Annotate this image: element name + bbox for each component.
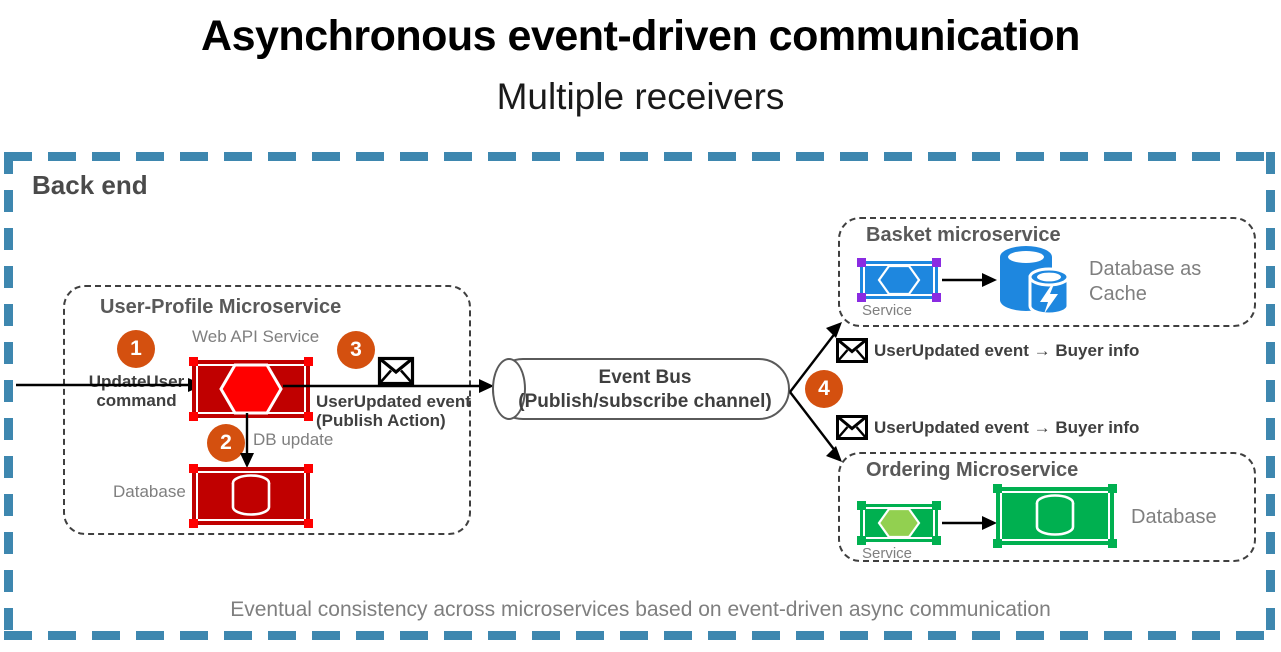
ordering-service-node	[857, 501, 941, 545]
event-bus-cylinder-cap	[492, 358, 526, 420]
hexagon-icon	[877, 264, 921, 296]
page-subtitle: Multiple receivers	[496, 76, 785, 117]
resize-handle-bottom-left	[189, 519, 198, 528]
resize-handle-bottom-left	[857, 293, 866, 302]
web-api-service-label: Web API Service	[192, 327, 320, 346]
hexagon-icon	[877, 507, 921, 539]
resize-handle-bottom-right	[304, 519, 313, 528]
user-profile-microservice-title: User-Profile Microservice	[100, 296, 342, 318]
resize-handle-bottom-right	[304, 412, 313, 421]
ordering-event-label: UserUpdated event → Buyer info	[874, 418, 1140, 437]
basket-microservice-boundary	[838, 217, 1256, 327]
publish-event-label-line2: (Publish Action)	[316, 411, 446, 431]
step-4-badge: 4	[805, 370, 843, 408]
envelope-icon-publish	[377, 356, 415, 386]
resize-handle-top-left	[857, 501, 866, 510]
db-update-label: DB update	[253, 430, 334, 449]
ordering-database-label: Database	[1131, 506, 1217, 528]
basket-service-to-cache-arrow	[942, 273, 997, 287]
ordering-service-to-database-arrow	[942, 516, 997, 530]
user-profile-microservice-boundary	[63, 285, 471, 535]
step-3-badge: 3	[337, 331, 375, 369]
resize-handle-top-right	[932, 258, 941, 267]
user-profile-database-node-border	[196, 471, 306, 521]
resize-handle-top-left	[189, 464, 198, 473]
event-bus-to-ordering-arrow	[789, 391, 842, 462]
diagram-caption: Eventual consistency across microservice…	[230, 598, 1051, 621]
resize-handle-top-left	[189, 357, 198, 366]
basket-database-label: Database as Cache	[1089, 257, 1201, 307]
resize-handle-top-right	[304, 357, 313, 366]
backend-label: Back end	[32, 170, 148, 200]
ordering-service-label: Service	[862, 545, 913, 562]
basket-database-label-line2: Cache	[1089, 283, 1147, 306]
resize-handle-top-right	[304, 464, 313, 473]
resize-handle-bottom-left	[189, 412, 198, 421]
event-bus-cylinder	[492, 358, 790, 420]
publish-event-arrow	[283, 379, 494, 393]
resize-handle-top-right	[932, 501, 941, 510]
database-cache-icon	[1000, 246, 1070, 316]
user-profile-database-label: Database	[113, 482, 186, 501]
resize-handle-bottom-right	[1108, 539, 1117, 548]
resize-handle-top-right	[1108, 484, 1117, 493]
ordering-database-node	[993, 484, 1117, 548]
resize-handle-top-left	[993, 484, 1002, 493]
hexagon-icon	[219, 363, 283, 415]
basket-event-label: UserUpdated event → Buyer info	[874, 341, 1140, 360]
ordering-microservice-boundary	[838, 452, 1256, 562]
event-bus-title: Event Bus	[598, 367, 692, 388]
basket-service-label: Service	[862, 302, 913, 319]
update-user-command-arrow	[16, 378, 204, 392]
basket-database-label-line1: Database as	[1089, 258, 1202, 280]
basket-service-node	[857, 258, 941, 302]
database-cylinder-icon	[1035, 494, 1075, 536]
resize-handle-top-left	[857, 258, 866, 267]
update-user-command-label: UpdateUser command	[79, 372, 194, 410]
event-bus-to-basket-arrow	[789, 322, 842, 393]
user-profile-database-node	[189, 464, 313, 528]
database-cylinder-icon	[231, 474, 271, 516]
update-user-command-line2: command	[96, 391, 177, 411]
ordering-microservice-title: Ordering Microservice	[866, 459, 1079, 481]
event-bus-subtitle: (Publish/subscribe channel)	[518, 390, 772, 412]
publish-event-label-line1: UserUpdated event	[316, 392, 471, 411]
resize-handle-bottom-right	[932, 536, 941, 545]
resize-handle-bottom-left	[857, 536, 866, 545]
web-api-service-node	[189, 357, 313, 421]
resize-handle-bottom-left	[993, 539, 1002, 548]
ordering-database-node-border	[1000, 491, 1110, 541]
basket-microservice-title: Basket microservice	[866, 224, 1061, 246]
event-bus-text: Event Bus (Publish/subscribe channel)	[500, 366, 790, 413]
envelope-icon-ordering	[836, 415, 868, 440]
publish-event-label: UserUpdated event (Publish Action)	[316, 392, 476, 430]
page-title: Asynchronous event-driven communication	[201, 12, 1080, 60]
resize-handle-bottom-right	[932, 293, 941, 302]
step-2-badge: 2	[207, 424, 245, 462]
envelope-icon-basket	[836, 338, 868, 363]
db-update-arrow	[240, 413, 254, 468]
step-1-badge: 1	[117, 330, 155, 368]
update-user-command-line1: UpdateUser	[88, 372, 185, 391]
